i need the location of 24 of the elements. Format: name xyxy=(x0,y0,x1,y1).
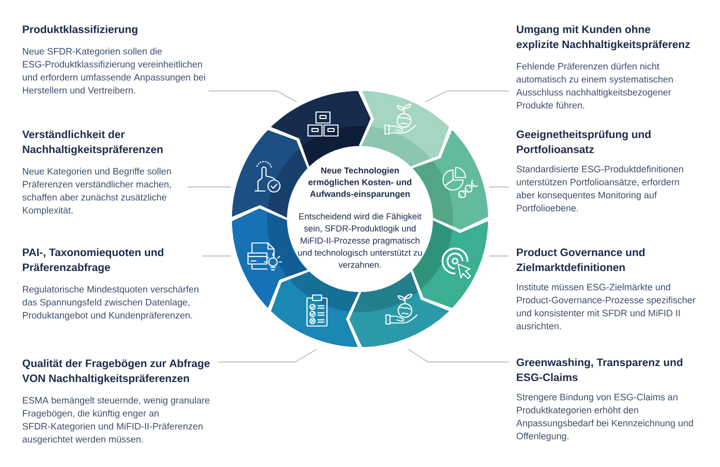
leader-line xyxy=(218,348,318,362)
paragraph: Neue SFDR-Kategorien sollen die ESG-Produktklassifizierung vereinheitlichen und erfordern umfassende Anpassungen bei Herstellern und Vertreibern. xyxy=(22,48,206,94)
paragraph: Regulatorische Mindestquoten verschärfen das Spannungsfeld zwischen Datenlage, Produktangebot und Kundenpräferenzen. xyxy=(22,286,198,320)
heading: PAI-, Taxonomiequoten und Präferenzabfrage xyxy=(22,248,164,274)
paragraph: Fehlende Präferenzen dürfen nicht automatisch zu einem systematischen Ausschluss nachhaltigkeitsbezogener Produkte führen. xyxy=(516,62,673,109)
paragraph: Strengere Bindung von ESG-Claims an Produktkategorien erhöht den Anpassungsbedarf bei Kennzeichnung und Offenlegung. xyxy=(516,394,693,442)
heading: Neue Technologien ermöglichen Kosten- und Aufwands-einsparungen xyxy=(308,167,412,199)
heading: Verständlichkeit der Nachhaltigkeitspräferenzen xyxy=(22,130,163,156)
heading: Geeignetheitsprüfung und Portfolioansatz xyxy=(516,130,650,154)
leader-line xyxy=(208,90,298,102)
paragraph: ESMA bemängelt steuernde, wenig granulare Fragebögen, die künftig enger an SFDR-Kategorien und MiFID-II-Präferenzen ausgerichtet werden müssen. xyxy=(22,396,210,444)
leader-line xyxy=(408,348,510,362)
paragraph: Entscheidend wird die Fähigkeit sein, SFDR-Produktlogik und MiFID-II-Prozesse pragmatisch und technologisch unterstützt zu verzahnen. xyxy=(298,213,422,268)
leader-line xyxy=(488,186,510,188)
paragraph: Institute müssen ESG-Zielmärkte und Product-Governance-Prozesse spezifischer und konsistenter mit SFDR und MiFID II ausrichten. xyxy=(516,284,696,330)
leader-line xyxy=(424,90,510,102)
heading: Greenwashing, Transparenz und ESG-Claims xyxy=(516,358,682,382)
heading: Product Governance und Zielmarktdefinitionen xyxy=(516,248,644,272)
leader-line xyxy=(187,186,232,188)
heading: Umgang mit Kunden ohne explizite Nachhaltigkeitspräferenz xyxy=(516,25,690,50)
paragraph: Standardisierte ESG-Produktdefinitionen unterstützen Portfolioansätze, erfordern aber konsequentes Monitoring auf Portfolioebene. xyxy=(516,166,684,212)
heading: Qualität der Fragebögen zur Abfrage VON Nachhaltigkeitspräferenzen xyxy=(22,359,210,384)
paragraph: Neue Kategorien und Begriffe sollen Präferenzen verständlicher machen, schaffen aber zunächst zusätzliche Komplexität. xyxy=(22,168,171,216)
heading: Produktklassifizierung xyxy=(22,25,138,36)
